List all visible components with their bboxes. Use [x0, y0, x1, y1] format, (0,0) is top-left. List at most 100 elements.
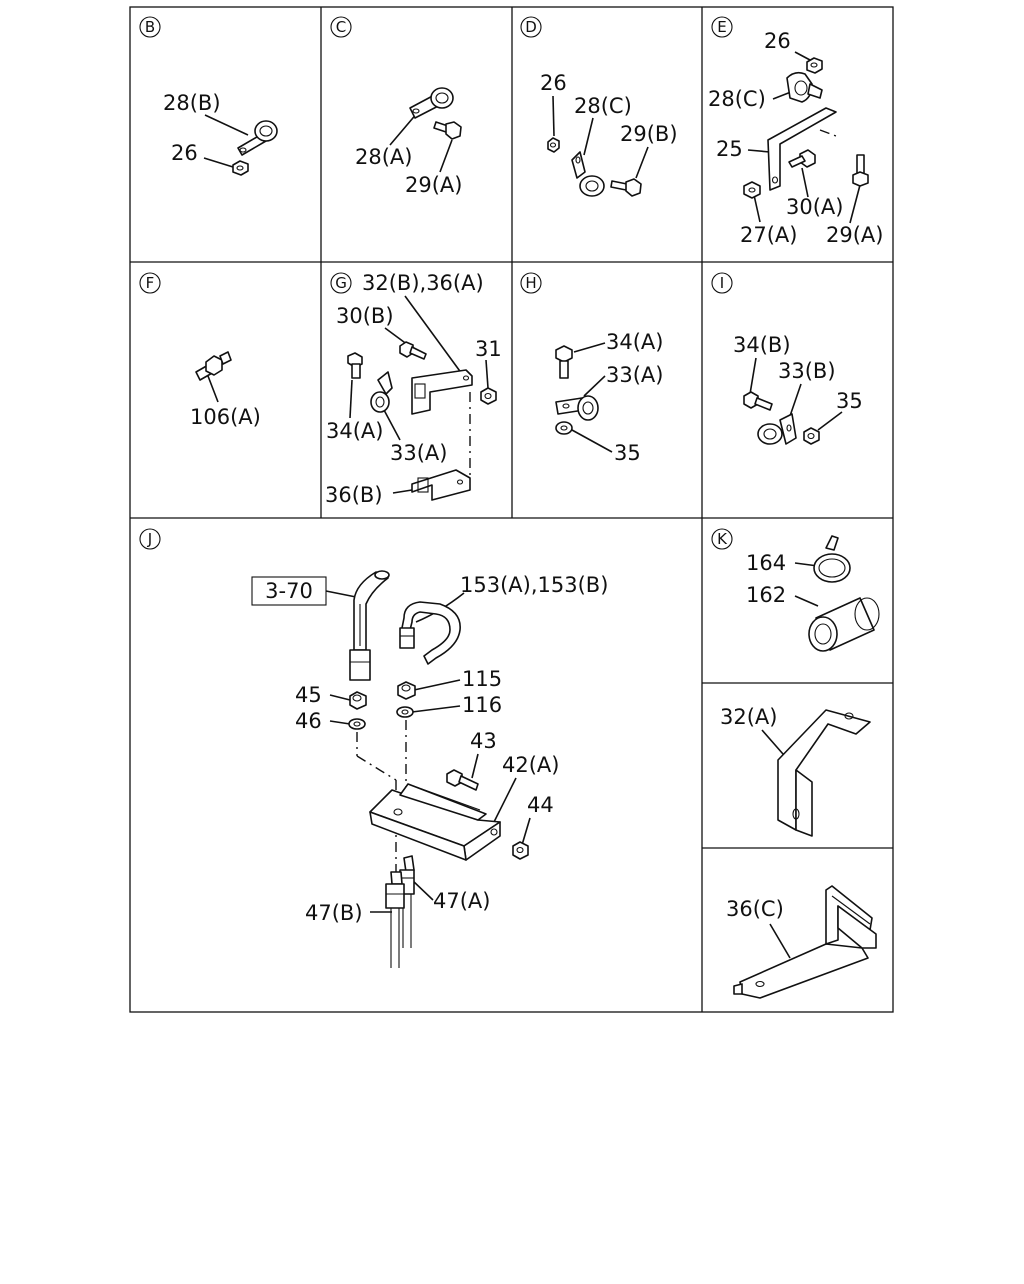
panel-grid [129, 6, 894, 1013]
panel-f-id: F [146, 274, 155, 292]
label-33b: 33(B) [778, 359, 836, 383]
bolt-34a-h-part [555, 345, 573, 379]
nut-45-part [349, 691, 367, 710]
panel-32a: 32(A) [720, 705, 871, 837]
panel-k: K 164 162 [711, 528, 880, 652]
panel-c-id: C [336, 18, 346, 36]
label-42a: 42(A) [502, 753, 559, 777]
ref-box-label: 3-70 [265, 579, 313, 603]
panel-36c: 36(C) [726, 885, 877, 999]
fitting-106a-part [195, 351, 232, 381]
label-26-d: 26 [540, 71, 567, 95]
pipe-153-part [399, 601, 461, 665]
bolt-43-part [446, 769, 479, 791]
panel-g: G 32(B),36(A) 30(B) 31 34(A) 33(A) 36(B) [325, 271, 502, 507]
panel-g-id: G [335, 274, 347, 292]
label-28a: 28(A) [355, 145, 412, 169]
panel-b: B 28(B) 26 [139, 16, 278, 176]
label-44: 44 [527, 793, 554, 817]
panel-h: H 34(A) 33(A) 35 [520, 272, 663, 465]
label-36c: 36(C) [726, 897, 784, 921]
bracket-36b-part [411, 469, 471, 501]
label-33a-g: 33(A) [390, 441, 447, 465]
label-28b: 28(B) [163, 91, 221, 115]
label-26-e: 26 [764, 29, 791, 53]
label-25: 25 [716, 137, 743, 161]
bolt-34b-part [743, 391, 773, 411]
label-47b: 47(B) [305, 901, 363, 925]
washer-35-h-part [555, 421, 573, 435]
label-29b: 29(B) [620, 122, 678, 146]
panel-h-id: H [525, 274, 536, 292]
panel-i: I 34(B) 33(B) 35 [711, 272, 863, 445]
label-162: 162 [746, 583, 786, 607]
panel-i-id: I [720, 274, 724, 292]
washer-116-part [396, 706, 414, 718]
label-115: 115 [462, 667, 502, 691]
washer-46-part [348, 718, 366, 730]
clip-28b-part [237, 120, 278, 156]
label-116: 116 [462, 693, 502, 717]
panel-f: F 106(A) [139, 272, 261, 429]
nut-115-part [397, 681, 416, 700]
label-29a-e: 29(A) [826, 223, 883, 247]
label-34a-g: 34(A) [326, 419, 383, 443]
nut-26-d-part [547, 137, 560, 153]
nut-31-part [480, 387, 497, 405]
bolt-29a-e-part [852, 154, 869, 187]
panel-e: E 26 28(C) 25 30(A) 27(A) 29(A) [708, 16, 883, 247]
panel-b-id: B [145, 18, 155, 36]
nut-27a-part [743, 181, 761, 199]
nut-26-part [232, 160, 249, 176]
bolt-30b-part [399, 341, 427, 360]
label-26: 26 [171, 141, 198, 165]
nut-44-part [512, 841, 529, 860]
panel-d: D 26 28(C) 29(B) [520, 16, 678, 197]
nut-35-i-part [803, 427, 820, 445]
bracket-36c-part [733, 885, 877, 999]
label-43: 43 [470, 729, 497, 753]
clip-28a-part [409, 87, 454, 119]
label-45: 45 [295, 683, 322, 707]
label-31: 31 [475, 337, 502, 361]
label-28c-d: 28(C) [574, 94, 632, 118]
bracket-32a-part [777, 709, 871, 837]
clip-28c-e-part [786, 71, 823, 103]
label-164: 164 [746, 551, 786, 575]
label-106a: 106(A) [190, 405, 261, 429]
bracket-25-part [767, 107, 837, 191]
label-34a-h: 34(A) [606, 330, 663, 354]
fitting-47b-part [385, 871, 405, 968]
panel-j-id: J [147, 530, 152, 548]
bracket-42a-part [369, 783, 501, 861]
hose-162-part [808, 597, 880, 652]
label-34b: 34(B) [733, 333, 791, 357]
label-35-i: 35 [836, 389, 863, 413]
bolt-34a-g-part [347, 352, 363, 379]
label-36b: 36(B) [325, 483, 383, 507]
bolt-30a-part [788, 149, 816, 168]
label-32a: 32(A) [720, 705, 777, 729]
label-33a-h: 33(A) [606, 363, 663, 387]
clip-33a-g-part [370, 371, 393, 413]
clip-33a-h-part [555, 395, 599, 421]
label-35-h: 35 [614, 441, 641, 465]
label-46: 46 [295, 709, 322, 733]
label-27a: 27(A) [740, 223, 797, 247]
bolt-29a-part [433, 121, 462, 140]
panel-k-id: K [717, 530, 728, 548]
label-47a: 47(A) [433, 889, 490, 913]
panel-c: C 28(A) 29(A) [330, 16, 462, 197]
panel-d-id: D [525, 18, 537, 36]
panel-e-id: E [717, 18, 726, 36]
label-32b-36a: 32(B),36(A) [362, 271, 484, 295]
clamp-164-part [813, 535, 851, 583]
bracket-32b-part [411, 369, 473, 478]
clip-33b-part [757, 413, 797, 445]
label-153: 153(A),153(B) [460, 573, 608, 597]
nut-26-e-part [806, 57, 823, 74]
clip-28c-d-part [571, 151, 605, 197]
label-28c-e: 28(C) [708, 87, 766, 111]
